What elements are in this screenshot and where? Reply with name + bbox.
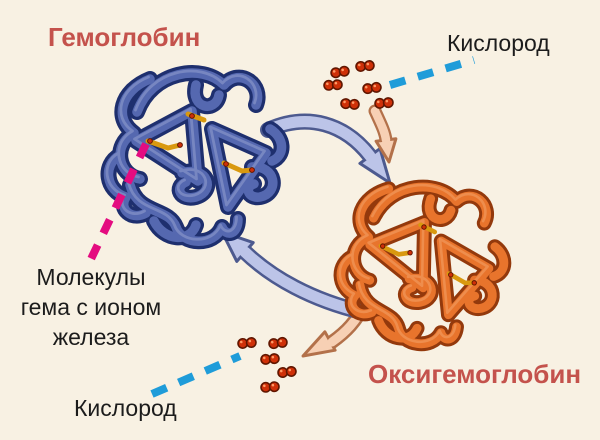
oxygen-cluster-bottom bbox=[236, 336, 298, 394]
heme-label-line1: Молекулы bbox=[36, 264, 146, 290]
heme-label: Молекулы гема с ионом железа bbox=[8, 262, 174, 352]
heme-label-line3: железа bbox=[52, 324, 130, 350]
oxyhemoglobin-label: Оксигемоглобин bbox=[368, 359, 582, 389]
heme-label-line2: гема с ионом bbox=[20, 294, 162, 320]
heme-pointer-line bbox=[87, 142, 150, 261]
oxygen-cluster-top bbox=[322, 59, 395, 111]
hemoglobin-label: Гемоглобин bbox=[48, 22, 201, 52]
oxygen-pointer-line-top bbox=[388, 56, 476, 89]
hemoglobin-molecule bbox=[107, 71, 282, 241]
oxygen-binding-arrow-icon bbox=[368, 104, 398, 164]
oxygen-pointer-line-bottom bbox=[150, 352, 242, 398]
oxyhemoglobin-molecule bbox=[333, 177, 511, 351]
oxygenation-arrow-icon bbox=[260, 113, 392, 185]
oxygen-label-bottom: Кислород bbox=[74, 395, 177, 421]
oxygen-label-top: Кислород bbox=[447, 30, 550, 56]
